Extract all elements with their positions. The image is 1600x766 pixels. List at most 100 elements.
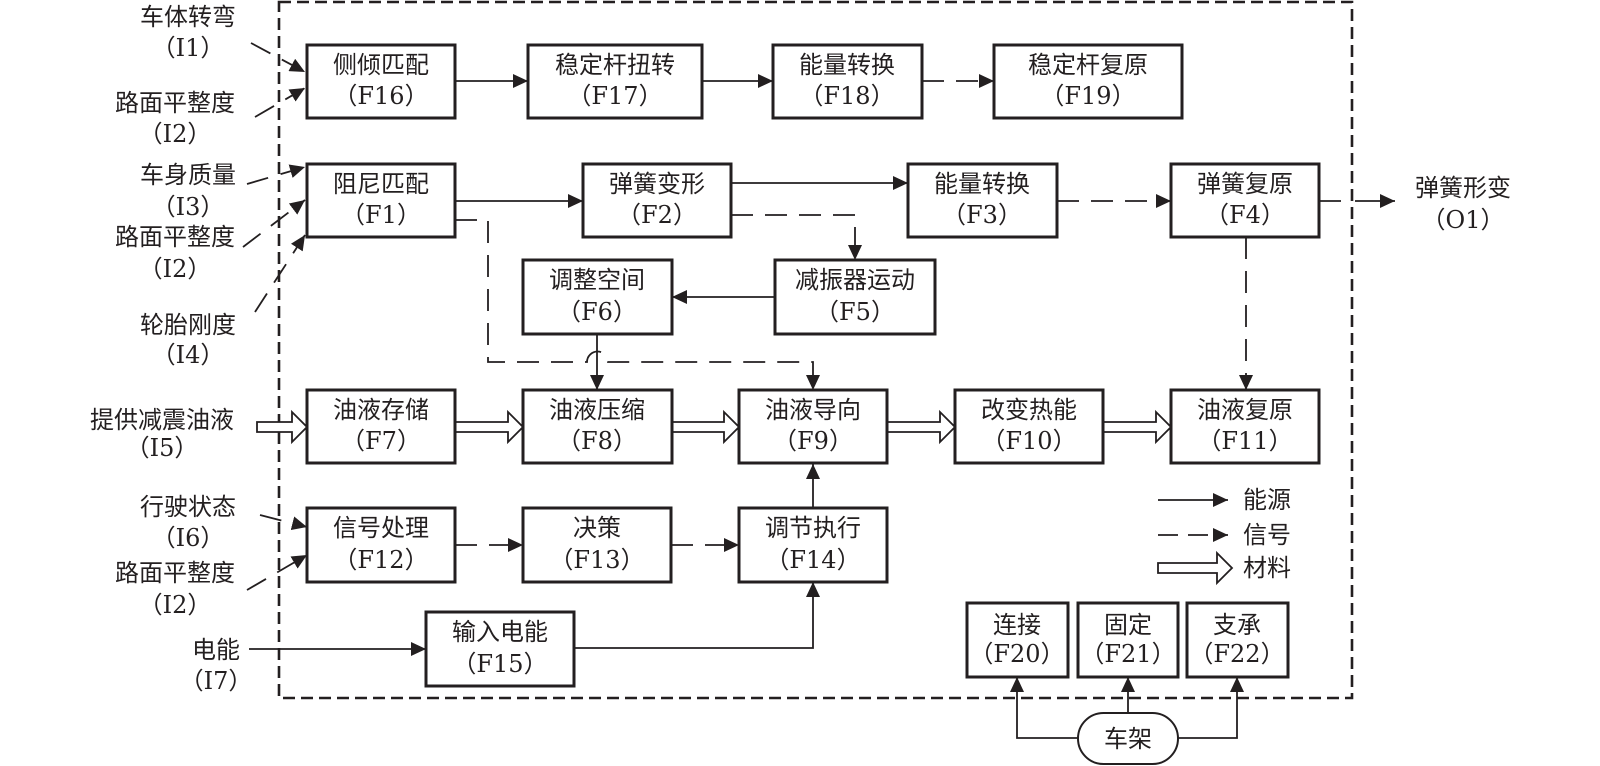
input-arrow-i2-f1 — [242, 199, 306, 248]
input-label-i4: 轮胎刚度 （I4） — [140, 311, 236, 369]
input-arrow-i2-f16 — [254, 87, 306, 118]
frame-label: 车架 — [1104, 725, 1152, 753]
input-code: （I4） — [152, 341, 225, 369]
input-label-i3: 车身质量 （I3） — [140, 161, 236, 221]
function-box-f21: 固定 （F21） — [1076, 601, 1180, 679]
function-name: 阻尼匹配 — [333, 170, 429, 198]
input-name: 车体转弯 — [140, 3, 236, 31]
function-name: 减振器运动 — [795, 266, 915, 294]
function-box-f18: 能量转换 （F18） — [771, 43, 924, 120]
function-name: 弹簧复原 — [1197, 170, 1293, 198]
function-name: 信号处理 — [333, 514, 429, 542]
function-box-f22: 支承 （F22） — [1185, 601, 1290, 679]
input-name: 车身质量 — [140, 161, 236, 189]
input-name: 轮胎刚度 — [140, 311, 236, 339]
function-name: 决策 — [573, 514, 621, 542]
input-label-i5: 提供减震油液 （I5） — [90, 406, 234, 462]
function-code: （F15） — [452, 650, 547, 678]
function-code: （F10） — [981, 427, 1076, 455]
material-arrow-f9-f10 — [886, 409, 957, 445]
input-code: （I6） — [152, 524, 225, 552]
legend-label: 信号 — [1243, 521, 1291, 549]
input-code: （I2） — [139, 255, 212, 283]
input-code: （I2） — [139, 591, 212, 619]
function-box-f17: 稳定杆扭转 （F17） — [526, 43, 704, 120]
function-code: （F7） — [341, 427, 421, 455]
flow-arrow-f15-f14 — [574, 582, 820, 649]
input-name: 路面平整度 — [115, 89, 235, 117]
output-name: 弹簧形变 — [1415, 174, 1511, 202]
legend: 能源 信号 材料 — [1157, 486, 1291, 586]
function-box-f2: 弹簧变形 （F2） — [581, 162, 733, 239]
function-code: （F2） — [617, 201, 697, 229]
function-box-f7: 油液存储 （F7） — [305, 388, 457, 465]
function-code: （F4） — [1205, 201, 1285, 229]
function-box-f20: 连接 （F20） — [965, 601, 1070, 679]
system-boundary — [277, 0, 1354, 700]
function-code: （F9） — [773, 427, 853, 455]
function-box-f14: 调节执行 （F14） — [737, 506, 889, 584]
flow-arrow-f2-f5 — [731, 214, 862, 260]
function-name: 油液复原 — [1197, 396, 1293, 424]
input-name: 提供减震油液 — [90, 406, 234, 434]
function-box-f16: 侧倾匹配 （F16） — [305, 43, 457, 120]
function-name: 侧倾匹配 — [333, 51, 429, 79]
input-name: 电能 — [192, 636, 240, 664]
function-name: 连接 — [993, 611, 1041, 639]
function-name: 调整空间 — [549, 266, 645, 294]
input-code: （I3） — [152, 193, 225, 221]
input-label-i2-a: 路面平整度 （I2） — [115, 89, 235, 148]
input-code: （I5） — [126, 434, 199, 462]
input-name: 路面平整度 — [115, 559, 235, 587]
material-arrow-f10-f11 — [1102, 409, 1173, 445]
function-name: 固定 — [1104, 611, 1152, 639]
function-box-f19: 稳定杆复原 （F19） — [992, 43, 1184, 120]
function-box-f3: 能量转换 （F3） — [906, 162, 1059, 239]
function-box-f12: 信号处理 （F12） — [305, 506, 457, 584]
function-code: （F19） — [1040, 82, 1135, 110]
function-code: （F12） — [333, 546, 428, 574]
input-arrow-i3-f1 — [246, 164, 306, 185]
function-code: （F6） — [557, 298, 637, 326]
function-box-f15: 输入电能 （F15） — [424, 610, 576, 688]
flow-lines — [242, 42, 1395, 739]
input-code: （I1） — [152, 34, 225, 62]
function-name: 弹簧变形 — [609, 170, 705, 198]
input-arrow-i6-f12 — [259, 514, 308, 531]
function-name: 支承 — [1213, 611, 1261, 639]
function-code: （F3） — [942, 201, 1022, 229]
function-box-f9: 油液导向 （F9） — [737, 388, 889, 465]
legend-label: 能源 — [1243, 486, 1291, 514]
function-box-f6: 调整空间 （F6） — [521, 258, 674, 336]
input-name: 路面平整度 — [115, 223, 235, 251]
input-code: （I2） — [139, 120, 212, 148]
function-name: 油液存储 — [333, 396, 429, 424]
function-code: （F22） — [1189, 640, 1284, 668]
function-name: 油液压缩 — [549, 396, 645, 424]
external-frame-node: 车架 — [1077, 712, 1179, 765]
function-box-f10: 改变热能 （F10） — [953, 388, 1105, 465]
legend-hollow-arrow-icon — [1157, 550, 1234, 586]
input-label-i7: 电能 （I7） — [180, 636, 253, 695]
legend-label: 材料 — [1243, 554, 1291, 582]
legend-item-signal: 信号 — [1158, 521, 1291, 549]
input-label-i2-c: 路面平整度 （I2） — [115, 559, 235, 619]
function-code: （F5） — [815, 298, 895, 326]
function-box-f4: 弹簧复原 （F4） — [1169, 162, 1321, 239]
function-name: 稳定杆扭转 — [555, 51, 675, 79]
material-arrow-f7-f8 — [454, 409, 525, 445]
input-name: 行驶状态 — [140, 493, 236, 521]
function-box-f13: 决策 （F13） — [521, 506, 673, 584]
legend-item-energy: 能源 — [1158, 486, 1291, 514]
function-box-f5: 减振器运动 （F5） — [773, 258, 937, 336]
function-code: （F17） — [567, 82, 662, 110]
output-label-o1: 弹簧形变 （O1） — [1415, 174, 1511, 234]
function-box-f11: 油液复原 （F11） — [1169, 388, 1321, 465]
function-name: 改变热能 — [981, 396, 1077, 424]
function-code: （F11） — [1197, 427, 1292, 455]
input-arrow-i2-f12 — [246, 554, 308, 591]
function-name: 输入电能 — [452, 618, 548, 646]
function-name: 稳定杆复原 — [1028, 51, 1148, 79]
function-name: 能量转换 — [934, 170, 1030, 198]
